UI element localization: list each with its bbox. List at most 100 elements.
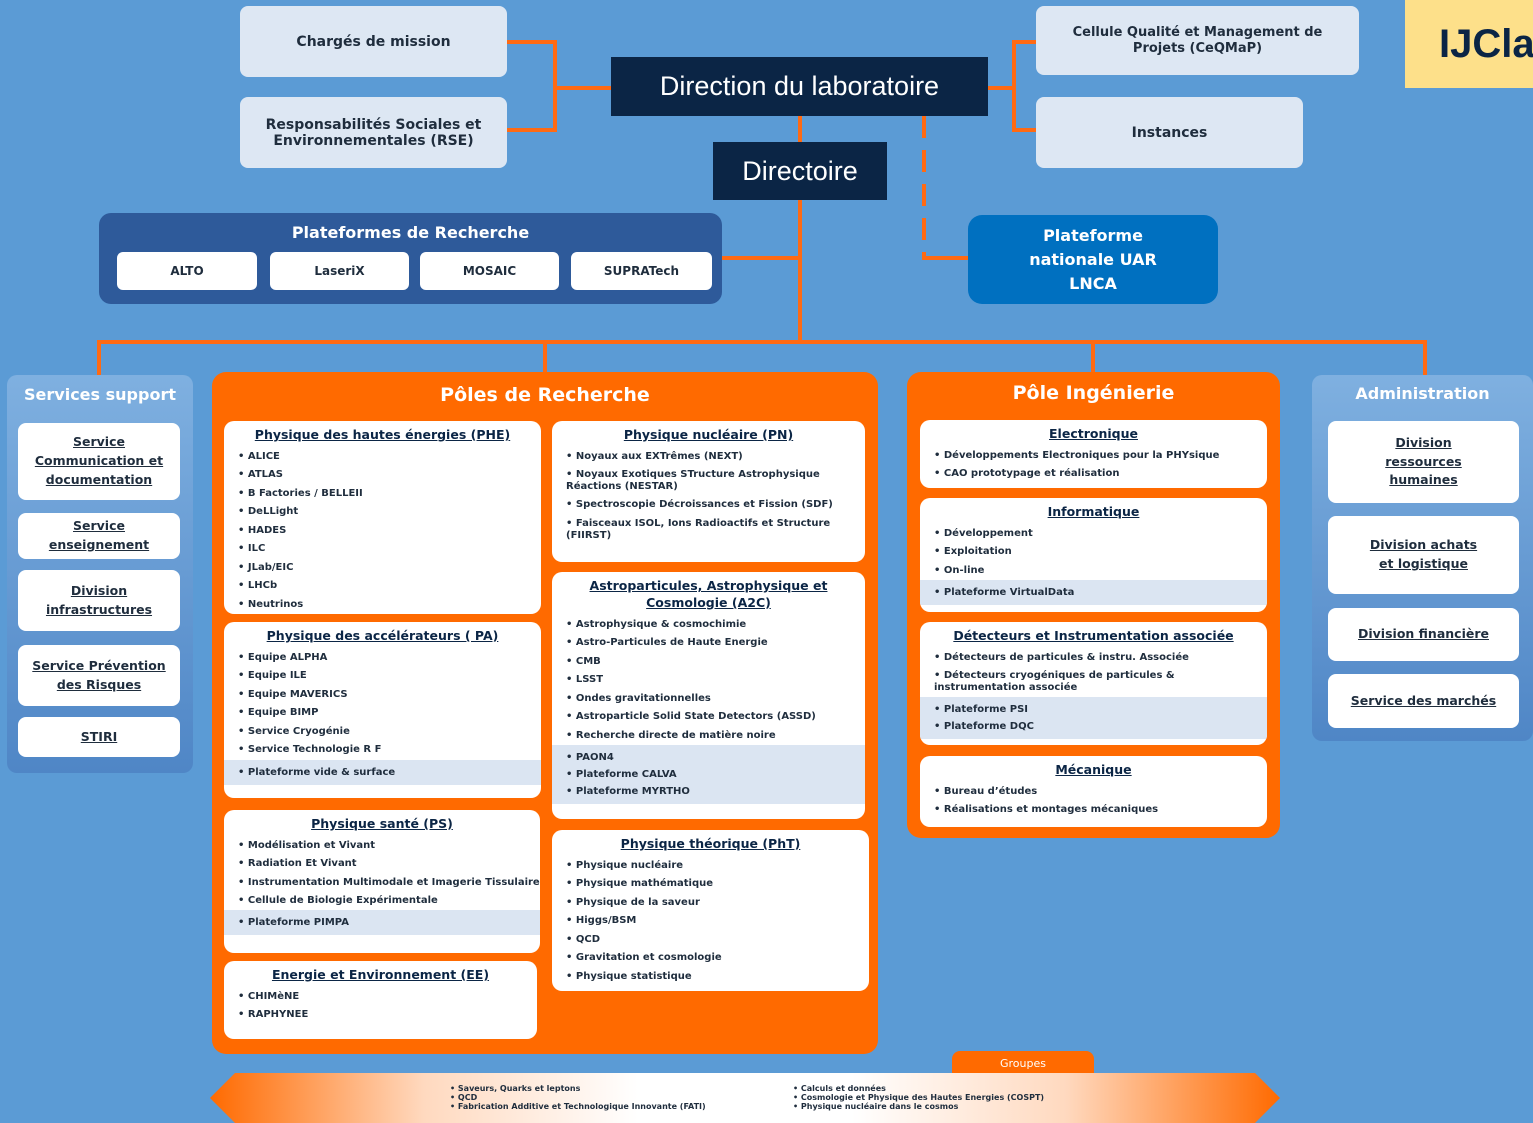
groupe-item-label: Cosmologie et Physique des Hautes Energi…	[800, 1093, 1045, 1103]
connector	[922, 256, 970, 260]
card-title[interactable]: Physique santé (PS)	[311, 816, 453, 831]
card-platform-item: Plateforme PIMPA	[238, 914, 540, 931]
card-item: Astrophysique & cosmochimie	[566, 616, 865, 635]
ingenierie-card: InformatiqueDéveloppementExploitationOn-…	[920, 498, 1267, 612]
recherche-card: Astroparticules, Astrophysique et Cosmol…	[552, 572, 865, 819]
platforms-title: Plateformes de Recherche	[291, 223, 530, 242]
card-title[interactable]: Physique théorique (PhT)	[620, 836, 801, 851]
rse-box: Responsabilités Sociales et Environnemen…	[240, 97, 507, 168]
card-item: DeLLight	[238, 503, 541, 522]
direction-box: Direction du laboratoire	[611, 57, 988, 116]
card-item: RAPHYNEE	[238, 1006, 537, 1025]
services-support-panel: Services support Service Communication e…	[7, 375, 193, 773]
card-title[interactable]: Energie et Environnement (EE)	[271, 967, 490, 982]
card-item: Radiation Et Vivant	[238, 855, 540, 874]
services-support-title: Services support	[24, 385, 176, 404]
connector	[507, 40, 557, 44]
card-item: Modélisation et Vivant	[238, 837, 540, 856]
card-platform-item: PAON4	[566, 749, 865, 766]
groupe-item-label: Fabrication Additive et Technologique In…	[457, 1102, 706, 1112]
card-items: Détecteurs de particules & instru. Assoc…	[920, 645, 1267, 695]
connector	[97, 340, 101, 376]
card-item: JLab/EIC	[238, 559, 541, 578]
card-items: Bureau d’étudesRéalisations et montages …	[920, 779, 1267, 820]
groupe-item: • Calculs et données	[793, 1084, 886, 1093]
division-financiere[interactable]: Division financière	[1328, 608, 1519, 661]
card-item: ALICE	[238, 448, 541, 467]
card-item: ATLAS	[238, 466, 541, 485]
card-title[interactable]: Physique nucléaire (PN)	[623, 427, 794, 442]
groupe-item: • Physique nucléaire dans le cosmos	[793, 1102, 959, 1112]
platform-laserix: LaseriX	[270, 252, 409, 290]
groupes-tab: Groupes	[952, 1051, 1094, 1076]
card-items: Astrophysique & cosmochimieAstro-Particu…	[552, 612, 865, 746]
directoire-box: Directoire	[713, 142, 887, 200]
card-items: Noyaux aux EXTrêmes (NEXT)Noyaux Exotiqu…	[552, 444, 865, 542]
card-item: QCD	[566, 931, 869, 950]
division-infrastructures[interactable]: Division infrastructures	[18, 570, 180, 631]
card-platform-item: Plateforme PSI	[934, 701, 1267, 718]
service-enseignement[interactable]: Service enseignement	[18, 513, 180, 559]
card-item: Physique de la saveur	[566, 894, 869, 913]
stiri[interactable]: STIRI	[18, 717, 180, 757]
connector	[1012, 40, 1016, 132]
connector	[507, 128, 557, 132]
recherche-card: Physique théorique (PhT) Physique nucléai…	[552, 830, 869, 991]
card-item: Recherche directe de matière noire	[566, 727, 865, 746]
instances-box: Instances	[1036, 97, 1303, 168]
card-title[interactable]: Informatique	[1047, 504, 1140, 519]
platform-alto: ALTO	[117, 252, 257, 290]
card-item: Noyaux Exotiques STructure Astrophysique…	[566, 469, 865, 493]
groupe-item-label: Calculs et données	[800, 1084, 886, 1093]
division-achats[interactable]: Division achats et logistique	[1328, 516, 1519, 594]
card-platform-item: Plateforme vide & surface	[238, 764, 541, 781]
card-title[interactable]: Physique des accélérateurs ( PA)	[266, 628, 499, 643]
card-platform-item: Plateforme DQC	[934, 718, 1267, 735]
recherche-card: Physique des accélérateurs ( PA)Equipe A…	[224, 622, 541, 798]
card-title[interactable]: Physique des hautes énergies (PHE)	[254, 427, 511, 442]
groupes-band: • Saveurs, Quarks et leptons • QCD • Fab…	[210, 1073, 1280, 1123]
card-title[interactable]: Electronique	[1049, 426, 1138, 441]
card-item: Equipe BIMP	[238, 704, 541, 723]
dashed-connector	[922, 116, 926, 260]
groupe-item: • Saveurs, Quarks et leptons	[450, 1084, 581, 1093]
card-item: Equipe MAVERICS	[238, 686, 541, 705]
groupe-item-label: Saveurs, Quarks et leptons	[457, 1084, 581, 1093]
service-communication[interactable]: Service Communication et documentation	[18, 423, 180, 500]
ingenierie-card: MécaniqueBureau d’étudesRéalisations et …	[920, 756, 1267, 827]
card-item: Physique statistique	[566, 968, 869, 987]
card-items: DéveloppementExploitationOn-line	[920, 521, 1267, 581]
card-platforms: Plateforme VirtualData	[920, 580, 1267, 606]
connector	[988, 86, 1016, 90]
card-item: Cellule de Biologie Expérimentale	[238, 892, 540, 911]
recherche-card: Energie et Environnement (EE) CHIMèNERAPH…	[224, 961, 537, 1039]
card-items: Développements Electroniques pour la PHY…	[920, 443, 1267, 484]
card-title[interactable]: Mécanique	[1055, 762, 1132, 777]
card-item: B Factories / BELLEII	[238, 485, 541, 504]
card-item: Développements Electroniques pour la PHY…	[934, 447, 1267, 466]
service-prevention[interactable]: Service Prévention des Risques	[18, 645, 180, 706]
groupe-item-label: QCD	[457, 1093, 478, 1103]
card-platforms: Plateforme PSIPlateforme DQC	[920, 697, 1267, 740]
service-marches[interactable]: Service des marchés	[1328, 674, 1519, 728]
card-items: CHIMèNERAPHYNEE	[224, 984, 537, 1025]
card-item: Service Technologie R F	[238, 741, 541, 760]
groupe-item: • Fabrication Additive et Technologique …	[450, 1102, 706, 1112]
groupe-item: • QCD	[450, 1093, 478, 1103]
card-title[interactable]: Détecteurs et Instrumentation associée	[953, 628, 1234, 643]
card-title[interactable]: Astroparticules, Astrophysique et Cosmol…	[589, 578, 828, 610]
connector	[97, 340, 1427, 344]
card-item: Réalisations et montages mécaniques	[934, 801, 1267, 820]
platform-mosaic: MOSAIC	[420, 252, 559, 290]
groupe-item-label: Physique nucléaire dans le cosmos	[800, 1102, 959, 1112]
poles-recherche-title: Pôles de Recherche	[440, 384, 650, 406]
connector	[1091, 340, 1095, 376]
groupe-item: • Cosmologie et Physique des Hautes Ener…	[793, 1093, 1045, 1103]
card-item: ILC	[238, 540, 541, 559]
card-item: Faisceaux ISOL, Ions Radioactifs et Stru…	[566, 518, 865, 542]
connector	[798, 200, 802, 342]
division-rh[interactable]: Division ressources humaines	[1328, 421, 1519, 503]
card-items: Physique nucléairePhysique mathématiqueP…	[552, 853, 869, 987]
connector	[1012, 40, 1038, 44]
ingenierie-card: Détecteurs et Instrumentation associéeDé…	[920, 622, 1267, 745]
